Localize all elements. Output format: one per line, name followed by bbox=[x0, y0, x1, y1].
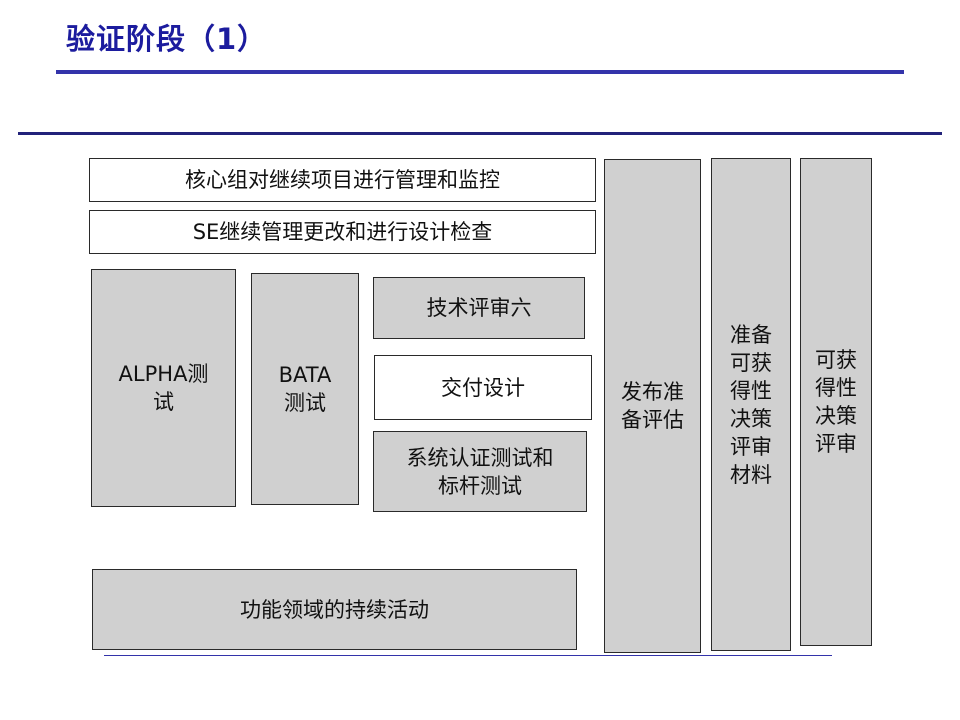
release-eval-line: 备评估 bbox=[621, 408, 684, 432]
se-review-label: SE继续管理更改和进行设计检查 bbox=[192, 220, 493, 244]
section-divider bbox=[18, 132, 942, 135]
tech-review-box: 技术评审六 bbox=[373, 277, 585, 339]
delivery-design-label: 交付设计 bbox=[441, 375, 525, 400]
system-cert-line: 标杆测试 bbox=[438, 473, 522, 498]
prepare-decision-line: 评审 bbox=[730, 434, 772, 459]
prepare-decision-line: 得性 bbox=[730, 378, 772, 403]
release-eval-line: 发布准 bbox=[621, 380, 684, 404]
functional-activities-box: 功能领域的持续活动 bbox=[92, 569, 577, 650]
tech-review-label: 技术评审六 bbox=[426, 296, 532, 320]
availability-review-line: 决策 bbox=[815, 404, 857, 428]
system-cert-box: 系统认证测试和 标杆测试 bbox=[373, 431, 587, 512]
se-review-box: SE继续管理更改和进行设计检查 bbox=[89, 210, 596, 254]
alpha-test-line: ALPHA测 bbox=[118, 362, 209, 386]
bottom-divider bbox=[104, 655, 832, 656]
prepare-decision-line: 材料 bbox=[730, 462, 772, 487]
availability-review-box: 可获 得性 决策 评审 bbox=[800, 158, 872, 646]
title-underline bbox=[56, 70, 904, 74]
availability-review-line: 评审 bbox=[815, 432, 857, 456]
availability-review-line: 可获 bbox=[815, 348, 857, 372]
bata-test-line: 测试 bbox=[284, 391, 326, 415]
bata-test-line: BATA bbox=[278, 363, 332, 387]
delivery-design-box: 交付设计 bbox=[374, 355, 592, 420]
bata-test-box: BATA 测试 bbox=[251, 273, 359, 505]
alpha-test-box: ALPHA测 试 bbox=[91, 269, 236, 507]
page-title: 验证阶段（1） bbox=[66, 22, 268, 56]
release-eval-box: 发布准 备评估 bbox=[604, 159, 701, 653]
prepare-decision-box: 准备 可获 得性 决策 评审 材料 bbox=[711, 158, 791, 651]
availability-review-line: 得性 bbox=[815, 376, 857, 400]
core-monitor-label: 核心组对继续项目进行管理和监控 bbox=[185, 168, 500, 192]
prepare-decision-line: 准备 bbox=[730, 322, 772, 347]
core-monitor-box: 核心组对继续项目进行管理和监控 bbox=[89, 158, 596, 202]
alpha-test-line: 试 bbox=[152, 390, 174, 414]
prepare-decision-line: 可获 bbox=[730, 350, 772, 375]
prepare-decision-line: 决策 bbox=[730, 406, 772, 431]
system-cert-line: 系统认证测试和 bbox=[406, 445, 554, 470]
functional-activities-label: 功能领域的持续活动 bbox=[240, 597, 429, 622]
